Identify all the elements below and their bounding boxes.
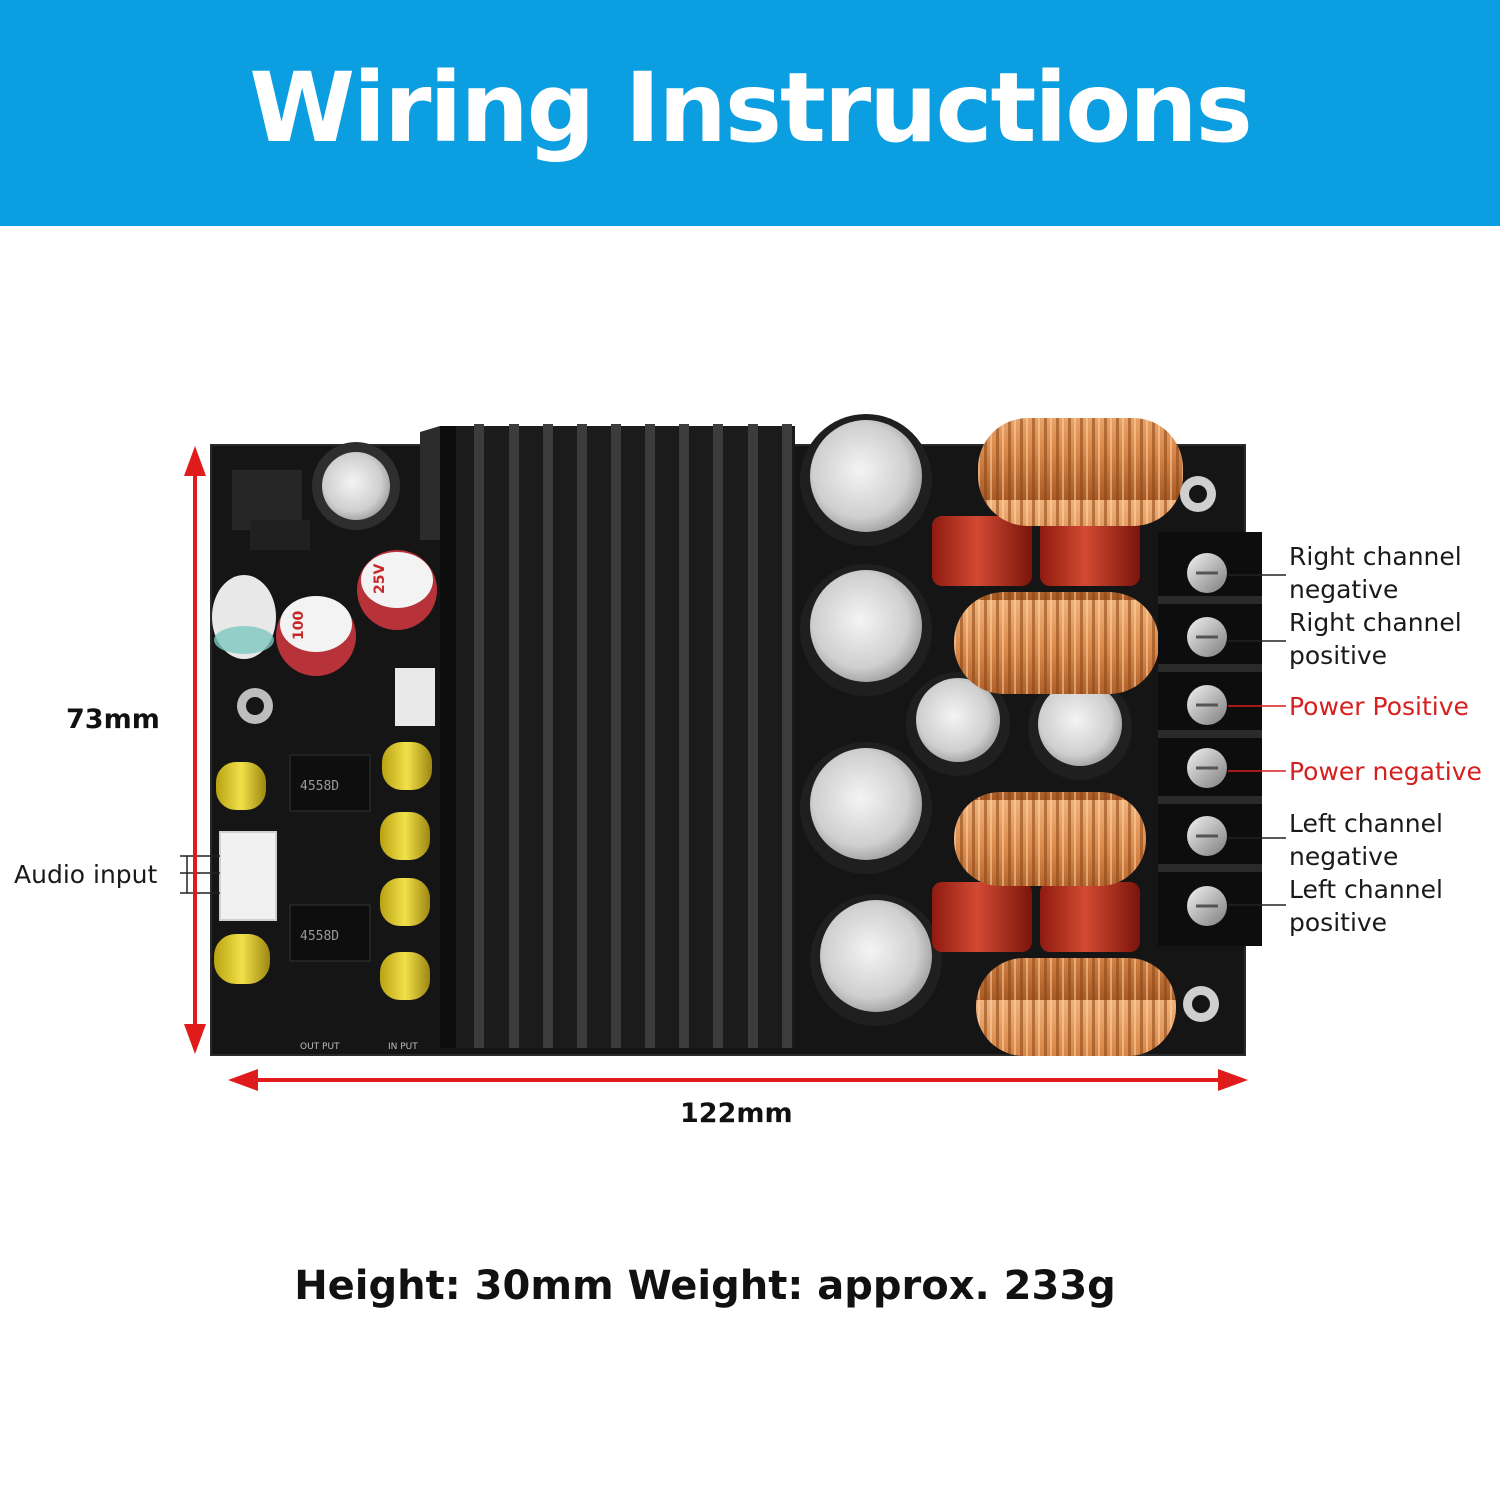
left-positive-line-2: positive (1289, 908, 1388, 937)
left-channel-negative-label: Left channel negative (1289, 807, 1443, 873)
left-negative-line-1: Left channel (1289, 809, 1443, 838)
right-negative-line-1: Right channel (1289, 542, 1462, 571)
left-positive-line-1: Left channel (1289, 875, 1443, 904)
preamp-section: 100 25V 4558D 4558D OUT PUT IN PUT (212, 442, 437, 1052)
right-positive-line-1: Right channel (1289, 608, 1462, 637)
right-negative-line-2: negative (1289, 575, 1399, 604)
height-label: 73mm (66, 704, 160, 735)
cap-label-a: 100 (291, 611, 307, 640)
terminal-block (1158, 532, 1262, 946)
terminal-screws (1187, 553, 1227, 926)
audio-input-label: Audio input (14, 860, 158, 889)
heatsink (420, 424, 795, 1048)
right-positive-line-2: positive (1289, 641, 1388, 670)
silk-out-put: OUT PUT (300, 1042, 340, 1052)
audio-input-connector (219, 831, 277, 921)
inductors (954, 418, 1219, 1056)
power-positive-label: Power Positive (1289, 692, 1469, 721)
power-negative-label: Power negative (1289, 757, 1482, 786)
height-dimension-arrow (184, 446, 206, 1054)
chip-label-bottom: 4558D (300, 929, 339, 944)
silk-in-put: IN PUT (388, 1042, 418, 1052)
right-channel-positive-label: Right channel positive (1289, 606, 1462, 672)
chip-label-top: 4558D (300, 779, 339, 794)
spec-text: Height: 30mm Weight: approx. 233g (294, 1263, 1116, 1309)
film-capacitors (932, 516, 1140, 952)
leader-lines (180, 574, 1286, 906)
left-channel-positive-label: Left channel positive (1289, 873, 1443, 939)
cap-label-b: 25V (372, 564, 388, 594)
title-banner: Wiring Instructions (0, 0, 1500, 226)
page-title: Wiring Instructions (249, 52, 1252, 164)
width-dimension-arrow (228, 1069, 1248, 1091)
width-label: 122mm (680, 1098, 793, 1129)
left-negative-line-2: negative (1289, 842, 1399, 871)
right-channel-negative-label: Right channel negative (1289, 540, 1462, 606)
filter-capacitors (800, 414, 1132, 1026)
